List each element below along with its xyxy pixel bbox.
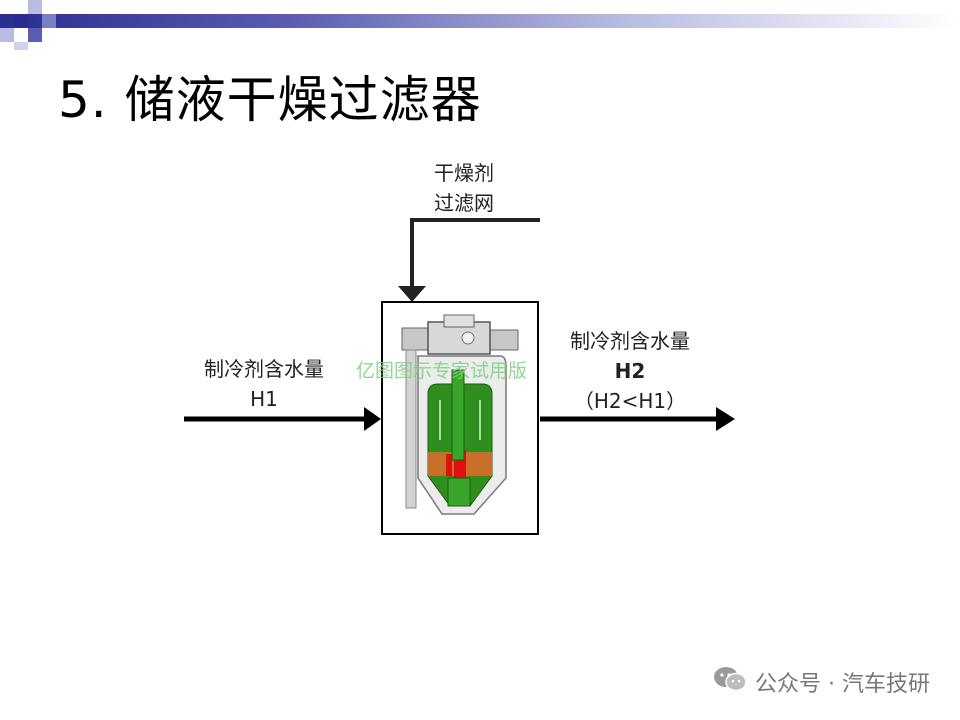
receiver-drier-icon [401, 314, 519, 515]
header-square [14, 42, 28, 50]
inlet-label-value: H1 [250, 387, 278, 411]
header-square [0, 28, 14, 42]
outlet-label-value: H2 [614, 359, 646, 383]
watermark: 亿图图示专家试用版 [356, 360, 528, 382]
top-label-line: 过滤网 [434, 191, 494, 215]
component-pointer [398, 218, 540, 302]
header-gradient-band [0, 14, 960, 28]
header-decoration [0, 0, 960, 50]
footer-text: 公众号 · 汽车技研 [755, 672, 930, 697]
top-label-line: 干燥剂 [434, 161, 494, 185]
header-square [42, 14, 56, 28]
outlet-arrow [540, 407, 735, 431]
outlet-label-relation: （H2<H1） [573, 389, 687, 413]
header-square [14, 14, 28, 28]
footer: 公众号 · 汽车技研 [713, 666, 930, 698]
inlet-arrow [184, 407, 381, 431]
header-square [28, 0, 42, 14]
inlet-label: 制冷剂含水量 H1 [184, 354, 344, 414]
outlet-label: 制冷剂含水量 H2 （H2<H1） [550, 326, 710, 416]
header-square [28, 28, 42, 42]
wechat-icon [713, 666, 747, 698]
outlet-label-text: 制冷剂含水量 [570, 329, 690, 353]
inlet-label-text: 制冷剂含水量 [204, 357, 324, 381]
slide-title: 5. 储液干燥过滤器 [58, 71, 482, 129]
top-label: 干燥剂 过滤网 [414, 158, 514, 218]
